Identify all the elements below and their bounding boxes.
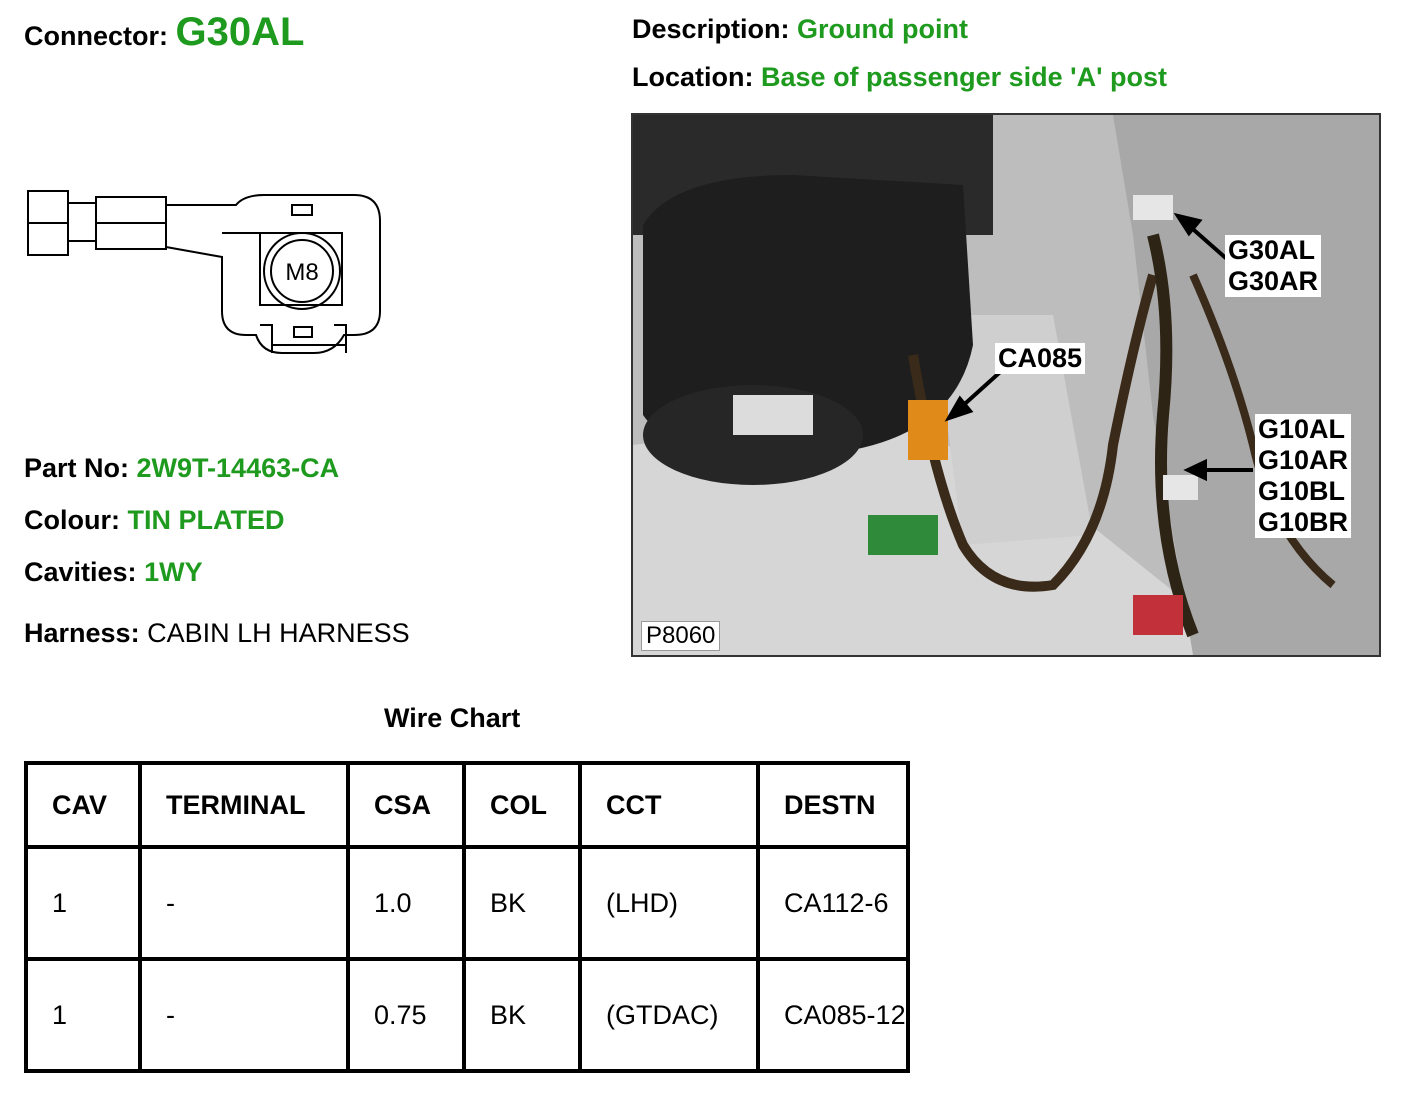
cell-col: BK — [462, 957, 582, 1073]
photo-id: P8060 — [641, 621, 721, 651]
description-value: Ground point — [797, 14, 968, 44]
colour-label: Colour: — [24, 505, 120, 535]
callout-g10bl: G10BL — [1258, 476, 1346, 506]
connector-label: Connector: — [24, 21, 168, 51]
cell-cav: 1 — [24, 845, 142, 961]
description-label: Description: — [632, 14, 790, 44]
eyelet-ring — [263, 232, 341, 310]
callout-g30: G30AL G30AR — [1225, 235, 1322, 297]
table-row: 1 - 1.0 BK (LHD) CA112-6 — [24, 845, 910, 961]
callout-g30al: G30AL — [1228, 235, 1316, 265]
harness-value: CABIN LH HARNESS — [147, 618, 410, 648]
callout-g30ar: G30AR — [1228, 266, 1319, 296]
part-label: Part No: — [24, 453, 130, 483]
cell-csa: 1.0 — [346, 845, 466, 961]
connector-line: Connector: G30AL — [24, 10, 304, 55]
cell-destn: CA112-6 — [756, 845, 910, 961]
table-row: 1 - 0.75 BK (GTDAC) CA085-12 — [24, 957, 910, 1073]
harness-label: Harness: — [24, 618, 140, 648]
cavities-line: Cavities: 1WY — [24, 557, 203, 588]
header-csa: CSA — [346, 761, 466, 849]
callout-g10: G10AL G10AR G10BL G10BR — [1255, 414, 1352, 538]
cell-destn: CA085-12 — [756, 957, 910, 1073]
header-cav: CAV — [24, 761, 142, 849]
harness-line: Harness: CABIN LH HARNESS — [24, 618, 410, 649]
photo-scene — [633, 115, 1379, 655]
cell-cct: (LHD) — [578, 845, 760, 961]
location-value: Base of passenger side 'A' post — [761, 62, 1167, 92]
cell-col: BK — [462, 845, 582, 961]
callout-g10al: G10AL — [1258, 414, 1346, 444]
connector-drawing: M8 — [27, 190, 381, 354]
description-line: Description: Ground point — [632, 14, 968, 45]
callout-g10ar: G10AR — [1258, 445, 1349, 475]
location-line: Location: Base of passenger side 'A' pos… — [632, 62, 1167, 93]
cell-cav: 1 — [24, 957, 142, 1073]
cell-cct: (GTDAC) — [578, 957, 760, 1073]
connector-value: G30AL — [175, 10, 305, 54]
cell-csa: 0.75 — [346, 957, 466, 1073]
location-photo: G30AL G30AR CA085 G10AL G10AR G10BL G10B… — [631, 113, 1381, 657]
stud-size-text: M8 — [285, 259, 318, 286]
wire-chart-title: Wire Chart — [384, 703, 521, 733]
header-col: COL — [462, 761, 582, 849]
cell-terminal: - — [138, 845, 350, 961]
table-header-row: CAV TERMINAL CSA COL CCT DESTN — [24, 761, 910, 849]
colour-line: Colour: TIN PLATED — [24, 505, 285, 536]
callout-g10br: G10BR — [1258, 507, 1349, 537]
header-terminal: TERMINAL — [138, 761, 350, 849]
part-line: Part No: 2W9T-14463-CA — [24, 453, 339, 484]
header-cct: CCT — [578, 761, 760, 849]
eyelet-outline — [165, 194, 381, 354]
location-label: Location: — [632, 62, 754, 92]
colour-value: TIN PLATED — [127, 505, 285, 535]
cavities-label: Cavities: — [24, 557, 137, 587]
cavities-value: 1WY — [144, 557, 203, 587]
wire-chart-table: CAV TERMINAL CSA COL CCT DESTN 1 - 1.0 B… — [24, 761, 910, 1073]
cell-terminal: - — [138, 957, 350, 1073]
part-value: 2W9T-14463-CA — [136, 453, 340, 483]
header-destn: DESTN — [756, 761, 910, 849]
callout-ca085: CA085 — [995, 343, 1086, 374]
